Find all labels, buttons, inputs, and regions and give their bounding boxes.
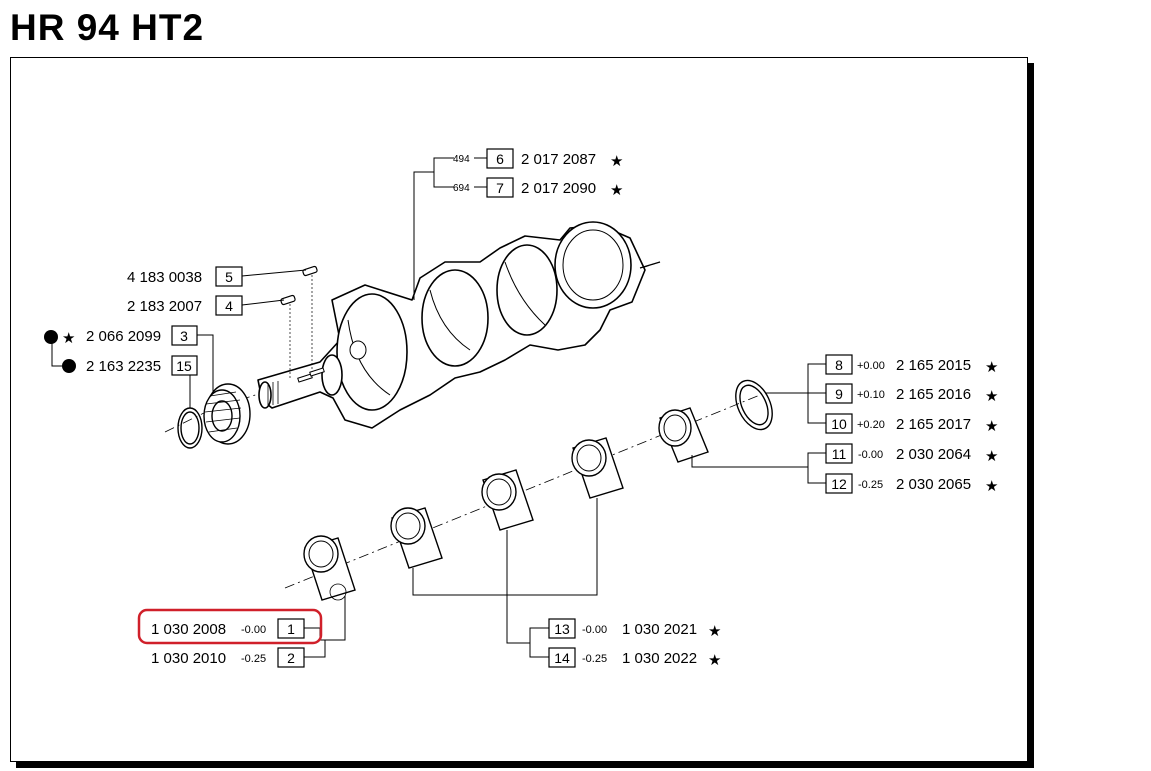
callout-box-13 [548, 618, 576, 639]
part-number-11: 2 030 2064 [896, 446, 971, 463]
star-icon-11: ★ [985, 448, 998, 465]
size-label-9: +0.10 [857, 389, 885, 401]
part-number-5: 4 183 0038 [127, 269, 202, 286]
callout-box-12 [825, 473, 853, 494]
index-label-3: 3 [180, 328, 188, 344]
part-number-6: 2 017 2087 [521, 151, 596, 168]
size-label-8: +0.00 [857, 360, 885, 372]
part-number-2: 1 030 2010 [151, 650, 226, 667]
size-label-2: -0.25 [241, 653, 266, 665]
star-icon-8: ★ [985, 359, 998, 376]
index-label-10: 10 [831, 416, 847, 432]
index-label-13: 13 [554, 621, 570, 637]
star-icon-7: ★ [610, 182, 623, 199]
part-number-15: 2 163 2235 [86, 358, 161, 375]
index-label-11: 11 [832, 446, 847, 462]
part-number-4: 2 183 2007 [127, 298, 202, 315]
part-number-12: 2 030 2065 [896, 476, 971, 493]
part-number-9: 2 165 2016 [896, 386, 971, 403]
size-label-10: +0.20 [857, 419, 885, 431]
size-label-14: -0.25 [582, 653, 607, 665]
bushing-3 [481, 469, 534, 531]
gear-drawing [203, 383, 251, 445]
key-guide-lines [289, 275, 313, 380]
key-pins [280, 265, 318, 306]
part-number-3: 2 066 2099 [86, 328, 161, 345]
size-label-11: -0.00 [858, 449, 883, 461]
leader-lines [51, 157, 826, 658]
ring-drawing [177, 407, 203, 449]
callout-box-14 [548, 647, 576, 668]
index-label-2: 2 [287, 650, 295, 666]
part-number-10: 2 165 2017 [896, 416, 971, 433]
callout-box-5 [215, 266, 243, 287]
index-label-12: 12 [831, 476, 847, 492]
star-icon-14: ★ [708, 652, 721, 669]
size-label-13: -0.00 [582, 624, 607, 636]
callout-boxes [171, 148, 853, 668]
star-icon-6: ★ [610, 153, 623, 170]
callout-box-9 [825, 383, 853, 404]
snap-ring-drawing [735, 379, 773, 431]
index-label-14: 14 [554, 650, 570, 666]
index-label-4: 4 [225, 298, 233, 314]
callout-box-15 [171, 355, 198, 376]
index-label-5: 5 [225, 269, 233, 285]
callout-box-1 [277, 618, 305, 639]
index-label-15: 15 [176, 358, 192, 374]
size-label-1: -0.00 [241, 624, 266, 636]
bushing-drawings [303, 407, 709, 601]
dot-marker-15 [62, 359, 76, 373]
ref-label-7: 694 [453, 183, 470, 194]
part-number-14: 1 030 2022 [622, 650, 697, 667]
dot-markers [44, 330, 76, 373]
index-label-1: 1 [287, 621, 295, 637]
bushing-5 [658, 407, 709, 463]
page-title: HR 94 HT2 [10, 7, 205, 48]
star-icon-10: ★ [985, 418, 998, 435]
bushing-2 [390, 507, 443, 569]
star-icon-12: ★ [985, 478, 998, 495]
star-icon-3: ★ [62, 330, 75, 347]
callout-box-11 [825, 443, 853, 464]
star-icon-13: ★ [708, 623, 721, 640]
dot-marker-3 [44, 330, 58, 344]
bushing-4 [571, 437, 624, 499]
part-number-13: 1 030 2021 [622, 621, 697, 638]
ref-label-6: 494 [453, 154, 470, 165]
callout-box-3 [171, 325, 198, 346]
diagram-frame [10, 57, 1028, 762]
callout-box-10 [825, 413, 853, 434]
highlight-item-1 [137, 608, 323, 645]
callout-box-8 [825, 354, 853, 375]
index-label-9: 9 [835, 386, 843, 402]
index-label-7: 7 [496, 180, 504, 196]
index-label-8: 8 [835, 357, 843, 373]
part-number-1: 1 030 2008 [151, 621, 226, 638]
callout-box-7 [486, 177, 514, 198]
callout-box-6 [486, 148, 514, 169]
crankshaft-drawing [257, 221, 661, 429]
index-label-6: 6 [496, 151, 504, 167]
part-number-8: 2 165 2015 [896, 357, 971, 374]
callout-box-4 [215, 295, 243, 316]
callout-box-2 [277, 647, 305, 668]
size-label-12: -0.25 [858, 479, 883, 491]
bushing-1 [303, 535, 356, 601]
part-number-7: 2 017 2090 [521, 180, 596, 197]
star-icon-9: ★ [985, 388, 998, 405]
